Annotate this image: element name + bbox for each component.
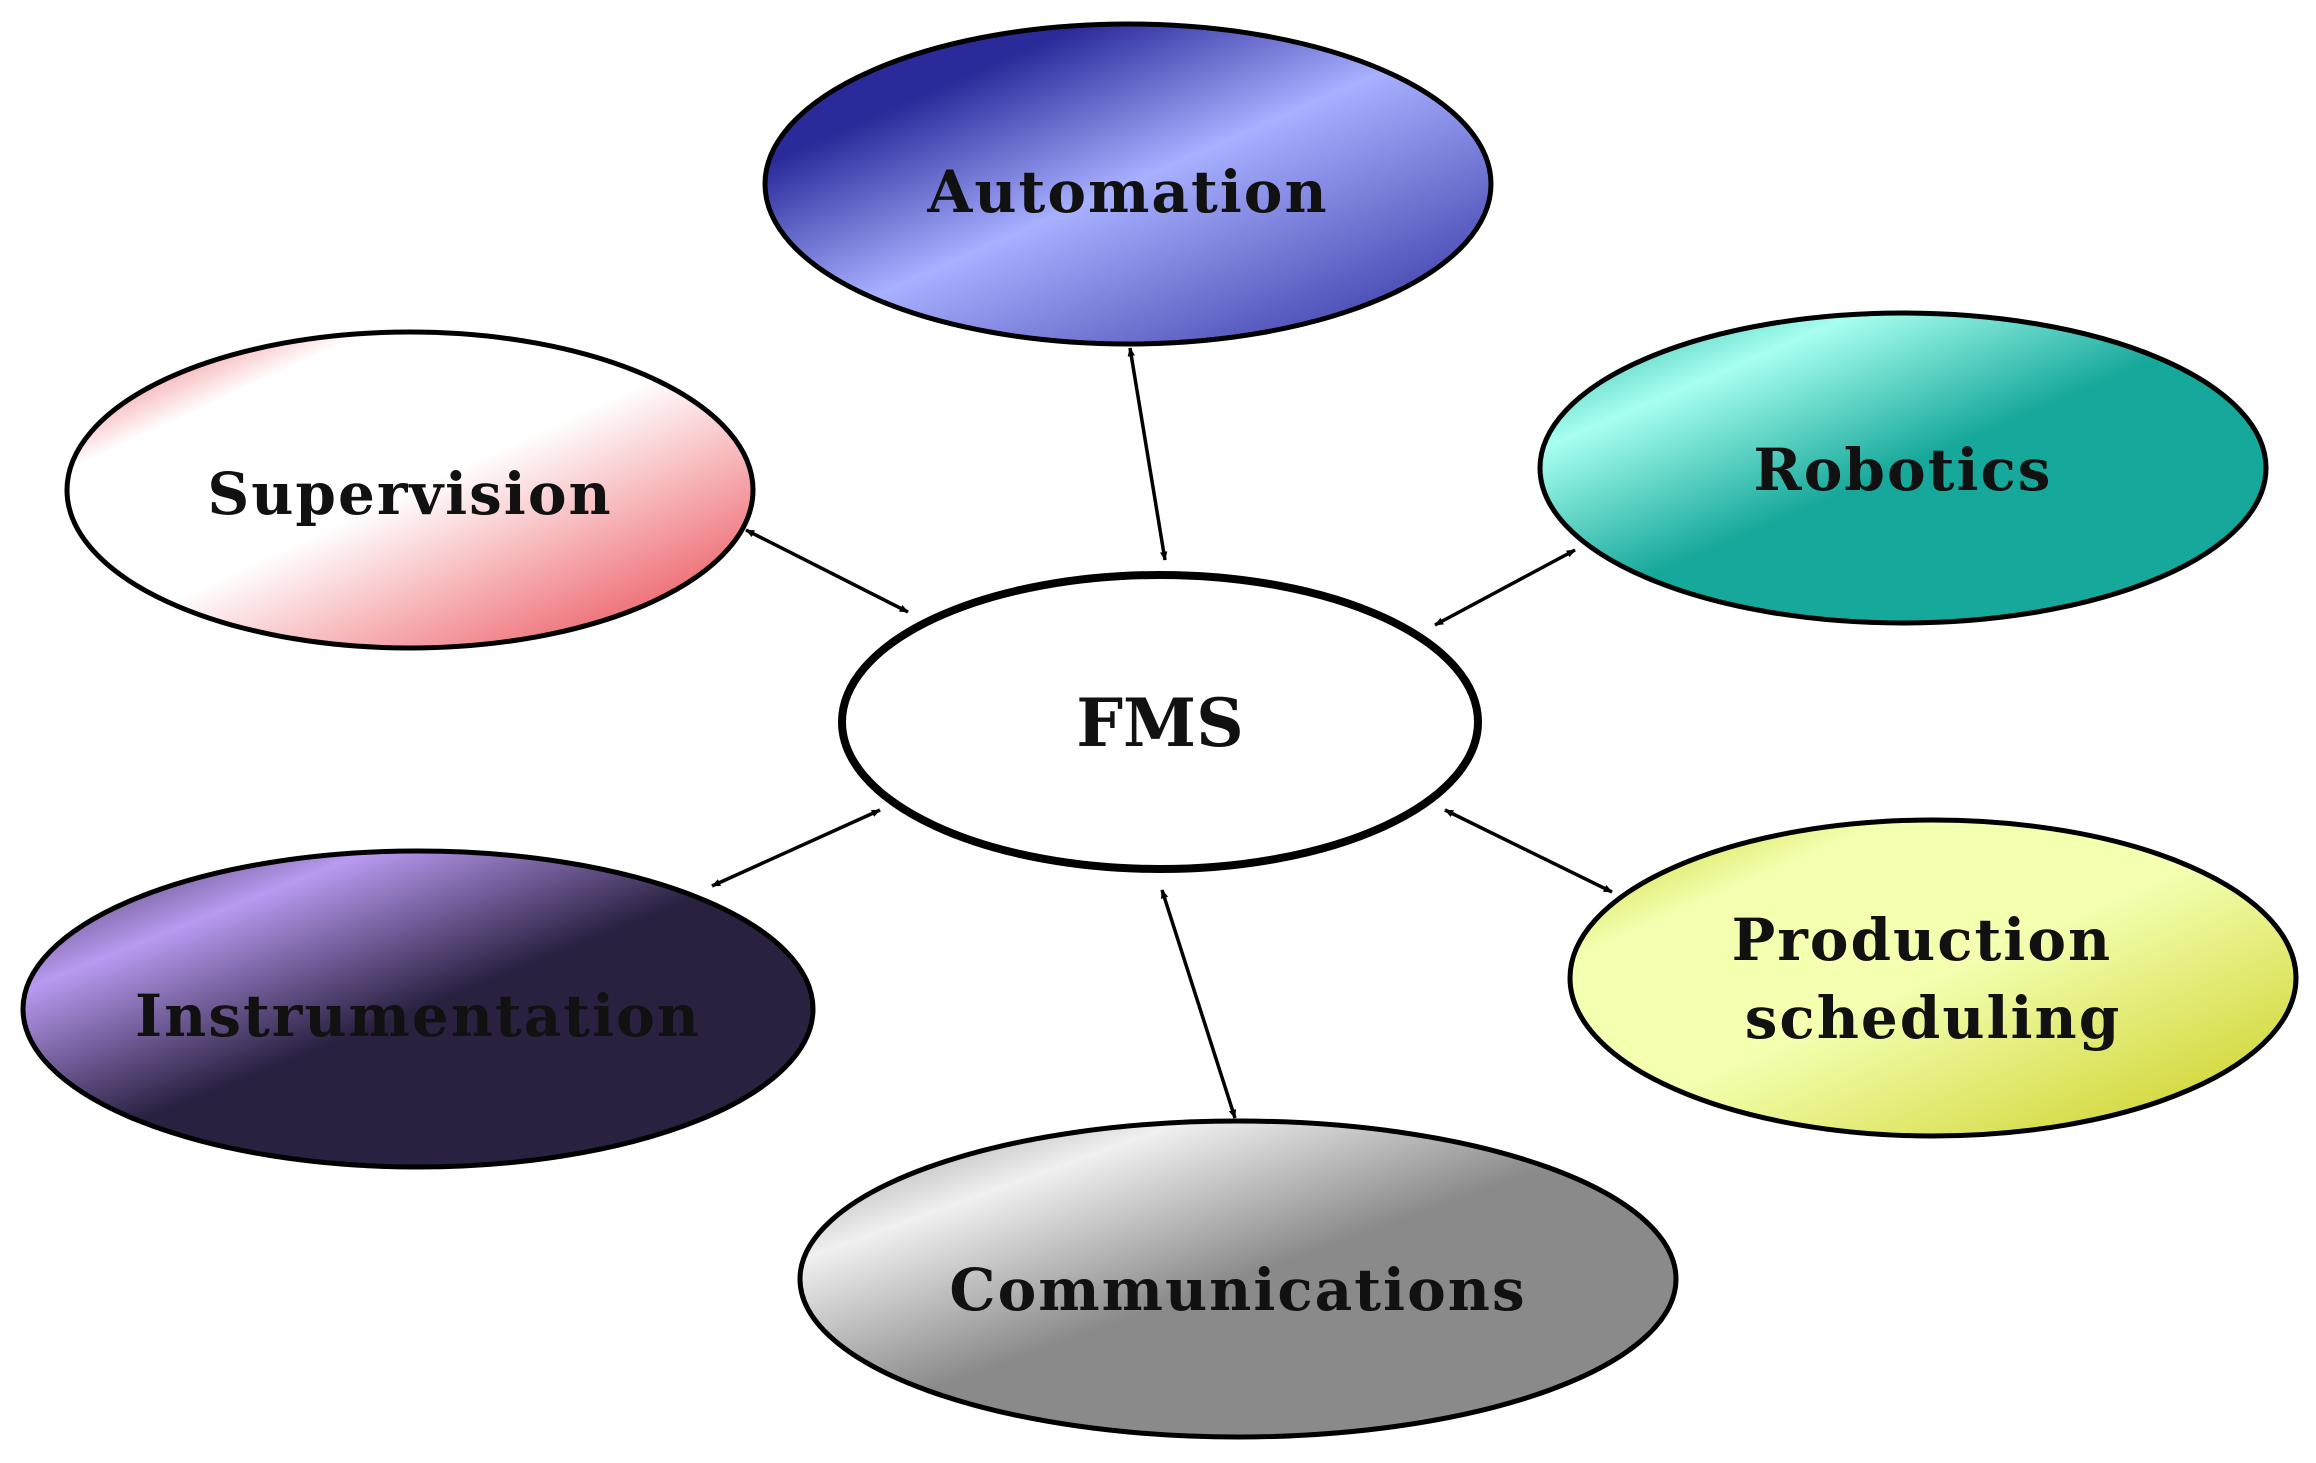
node-shape-communications: [797, 1118, 1679, 1440]
connectors: [711, 347, 1613, 1119]
node-shape-supervision: [64, 329, 756, 651]
node-automation: Automation: [762, 21, 1494, 347]
node-label-robotics: Robotics: [1754, 436, 2053, 504]
nodes: Automation Robotics Production schedulin…: [20, 21, 2299, 1440]
center-node: FMS: [838, 571, 1482, 873]
node-label-automation: Automation: [926, 158, 1328, 226]
node-label-instrumentation: Instrumentation: [135, 982, 701, 1050]
node-shape-robotics: [1537, 310, 2269, 626]
node-instrumentation: Instrumentation: [20, 848, 816, 1170]
node-label-supervision: Supervision: [207, 460, 612, 528]
center-node-label: FMS: [1076, 684, 1244, 762]
node-communications: Communications: [797, 1118, 1679, 1440]
connector-robotics: [1434, 548, 1576, 627]
connector-supervision: [745, 528, 909, 614]
node-robotics: Robotics: [1537, 310, 2269, 626]
node-label-communications: Communications: [949, 1256, 1526, 1324]
node-label-production-scheduling: Production scheduling: [1732, 906, 2135, 1052]
connector-production-scheduling: [1444, 808, 1613, 894]
node-supervision: Supervision: [64, 329, 756, 651]
node-shape-instrumentation: [20, 848, 816, 1170]
node-shape-production-scheduling: [1567, 817, 2299, 1139]
center-node-shape: [838, 571, 1482, 873]
connector-automation: [1127, 347, 1168, 561]
connector-instrumentation: [711, 808, 881, 888]
node-shape-automation: [762, 21, 1494, 347]
node-production-scheduling: Production scheduling: [1567, 817, 2299, 1139]
connector-communications: [1160, 889, 1237, 1119]
